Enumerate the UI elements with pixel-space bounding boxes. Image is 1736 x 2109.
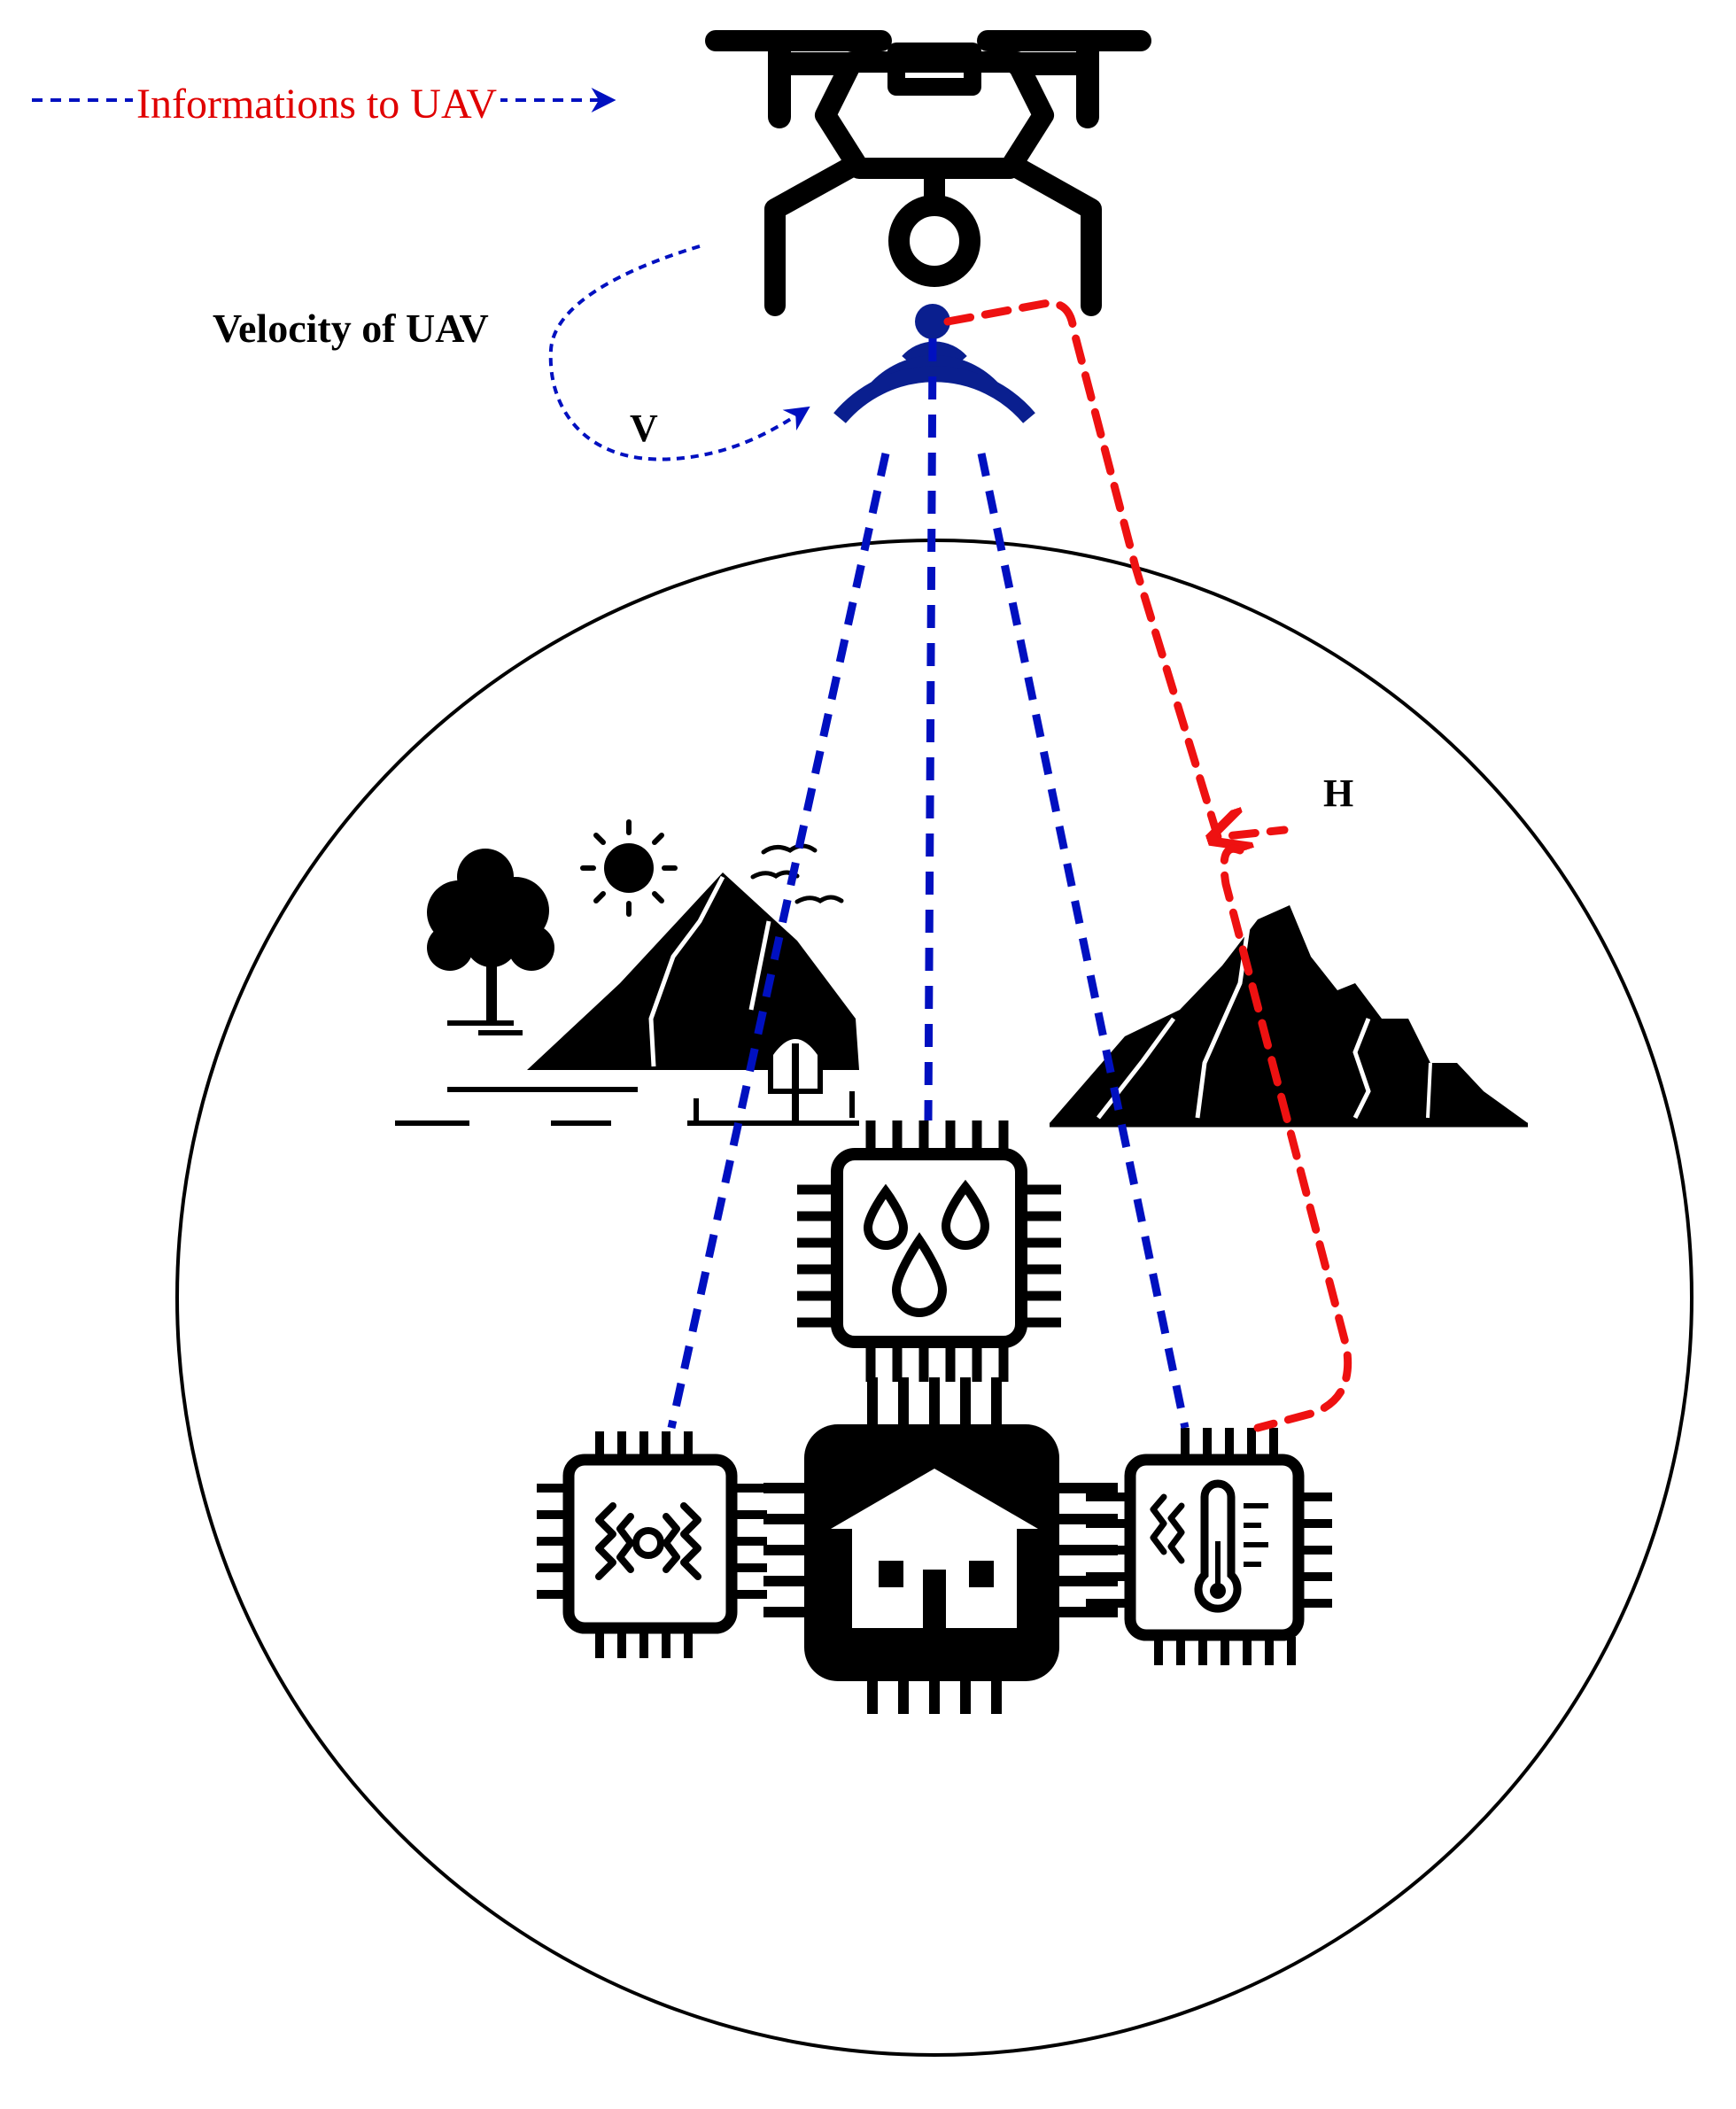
uav-sensor-links [667, 337, 1190, 1429]
uav-return-path [1220, 844, 1352, 1432]
h-symbol-label: H [1323, 771, 1354, 815]
temperature-sensor-chip-icon [1086, 1428, 1332, 1665]
h-arrow-path [1215, 837, 1218, 838]
gateway-home-chip-icon [763, 1377, 1118, 1714]
velocity-label: Velocity of UAV [213, 306, 489, 351]
vibration-sensor-chip-icon [537, 1431, 767, 1658]
v-symbol-label: V [630, 407, 658, 450]
uav-drone-icon [705, 30, 1151, 316]
legend-label: Informations to UAV [133, 83, 501, 126]
uav-trajectory-path [943, 299, 1289, 841]
landscape-icon [395, 819, 859, 1126]
uav-antenna-node [915, 304, 950, 339]
humidity-sensor-chip-icon [797, 1120, 1061, 1382]
velocity-arrow [548, 244, 810, 461]
mountain-icon [1050, 905, 1528, 1128]
